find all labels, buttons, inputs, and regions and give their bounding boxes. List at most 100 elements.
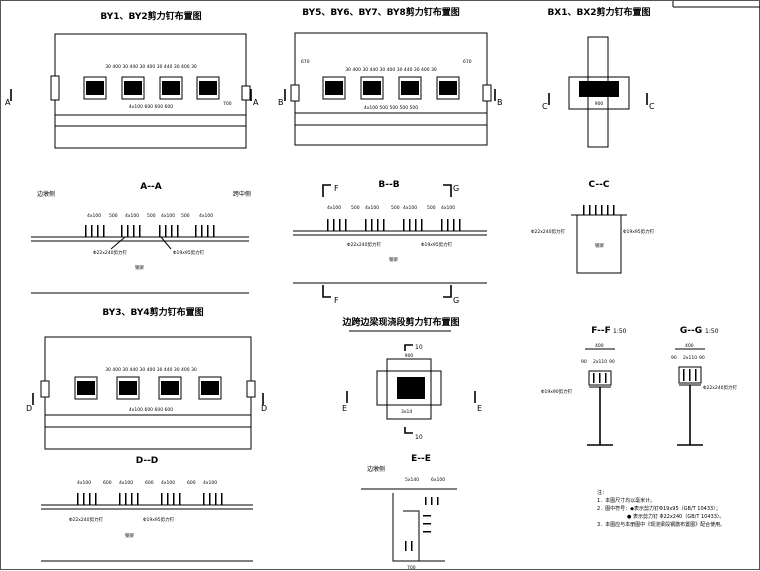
- plan-by5-by8: 670 670 30 400 30 440 30 400 30 440 30 4…: [278, 32, 503, 146]
- cut-a-right: A: [253, 98, 259, 107]
- section-f-title: F--F: [591, 326, 611, 336]
- dim-a-4x100-1: 4x100: [87, 213, 101, 219]
- label-side-pier-a: 边墩侧: [37, 190, 55, 198]
- section-c-title: C--C: [589, 180, 610, 190]
- stud-groups-by3: [74, 376, 222, 400]
- cut-e-left: E: [342, 404, 347, 413]
- cut-d-left: D: [26, 404, 32, 413]
- section-d-title: D--D: [136, 456, 159, 466]
- cut-d-right: D: [261, 404, 267, 413]
- section-b-title: B--B: [378, 180, 399, 190]
- dim-d-4x100-2: 4x100: [119, 480, 133, 486]
- dim-g-2x110: 2x110: [683, 355, 697, 361]
- label-c-stud19: Φ19x95剪力钉: [623, 228, 655, 235]
- title-by1-by2: BY1、BY2剪力钉布置图: [100, 10, 201, 22]
- dim-d-4x100-1: 4x100: [77, 480, 91, 486]
- cut-f-top: F: [334, 184, 339, 193]
- section-e-title: E--E: [411, 454, 431, 464]
- title-bx1-bx2: BX1、BX2剪力钉布置图: [547, 6, 650, 18]
- dim-d-4x100-4: 4x100: [203, 480, 217, 486]
- dim-b-500-1: 500: [351, 205, 360, 211]
- dim-d-600-3: 600: [187, 480, 196, 486]
- cut-e-right: E: [477, 404, 482, 413]
- stud-groups-by1: [83, 76, 220, 100]
- dim-5x140: 5x140: [405, 477, 419, 483]
- dim-900-bx: 900: [595, 101, 604, 107]
- stud-groups-by5: [322, 76, 460, 100]
- plan-bx1-bx2: 900 C C: [542, 36, 655, 148]
- dim-b-4x100-4: 4x100: [441, 205, 455, 211]
- dim-a-500-1: 500: [109, 213, 118, 219]
- dim-d-4x100-3: 4x100: [161, 480, 175, 486]
- dim-b-500-3: 500: [427, 205, 436, 211]
- note-1: 1．本图尺寸均以毫米计。: [597, 498, 656, 504]
- note-2b: ● 表示剪力钉 Φ22x240（GB/T 10433）。: [627, 514, 725, 520]
- notes-block: 注： 1．本图尺寸均以毫米计。 2．图中符号：◆表示剪力钉Φ19x95（GB/T…: [597, 489, 757, 529]
- label-b-stud22: Φ22x240剪力钉: [347, 241, 382, 248]
- dim-a-500-2: 500: [147, 213, 156, 219]
- dim-700-by1: 700: [223, 101, 232, 107]
- dim-b-4x100-1: 4x100: [327, 205, 341, 211]
- dim-670-left: 670: [301, 59, 310, 65]
- cut-f-bottom: F: [334, 296, 339, 305]
- section-c: Φ22x240剪力钉 Φ19x95剪力钉 钢梁: [531, 205, 655, 274]
- dim-f-400: 400: [595, 343, 604, 349]
- label-b-steel: 钢梁: [389, 256, 398, 263]
- section-e: 边墩侧 5x140 6x100 700: [361, 465, 457, 571]
- cut-10-top: 10: [415, 344, 423, 351]
- label-side-pier-e: 边墩侧: [367, 465, 385, 473]
- dim-f-90-right: 90: [609, 359, 615, 365]
- dim-d-600-1: 600: [103, 480, 112, 486]
- dim-b-4x100-2: 4x100: [365, 205, 379, 211]
- cut-b-left: B: [278, 98, 284, 107]
- label-a-stud19: Φ19x95剪力钉: [173, 249, 205, 256]
- note-3: 3．本图应与本册图中《现浇梁段钢筋布置图》配合使用。: [597, 522, 726, 528]
- plan-by1-by2: 30 400 30 440 30 400 30 440 30 400 30 4x…: [5, 33, 259, 149]
- plan-by1-top-dims: 30 400 30 440 30 400 30 440 30 400 30: [105, 64, 197, 70]
- notes-heading: 注：: [597, 490, 608, 496]
- title-by5-by8: BY5、BY6、BY7、BY8剪力钉布置图: [302, 6, 460, 18]
- dim-b-4x100-3: 4x100: [403, 205, 417, 211]
- cut-c-right: C: [649, 102, 655, 111]
- label-c-stud22: Φ22x240剪力钉: [531, 228, 566, 235]
- dim-6x100: 6x100: [431, 477, 445, 483]
- label-g-stud22: Φ22x240剪力钉: [703, 384, 738, 391]
- plan-by5-top-dims: 30 400 30 440 30 400 30 440 30 400 30: [345, 67, 437, 73]
- dim-a-4x100-3: 4x100: [161, 213, 175, 219]
- section-g-scale: 1:50: [705, 328, 719, 335]
- label-mid-span-a: 跨中侧: [233, 190, 251, 198]
- dim-a-500-3: 500: [181, 213, 190, 219]
- cut-g-top: G: [453, 184, 459, 193]
- plan-by1-bottom-dims: 4x100 600 600 600: [129, 104, 173, 110]
- label-f-stud19x90: Φ19x90剪力钉: [541, 388, 573, 395]
- section-f: 400 90 2x110 90 Φ19x90剪力钉: [541, 343, 615, 446]
- dim-900-edge: 900: [405, 353, 414, 359]
- cut-10-bottom: 10: [415, 434, 423, 441]
- label-d-stud22: Φ22x240剪力钉: [69, 516, 104, 523]
- label-c-steel: 钢梁: [595, 242, 604, 249]
- label-b-stud19: Φ19x95剪力钉: [421, 241, 453, 248]
- cut-g-bottom: G: [453, 296, 459, 305]
- section-g-title: G--G: [680, 326, 702, 336]
- label-a-steel: 钢梁: [135, 264, 144, 271]
- title-edge-beam: 边跨边梁现浇段剪力钉布置图: [341, 316, 459, 328]
- plan-by5-bottom-dims: 4x100 500 500 500 500: [364, 105, 418, 111]
- dim-3x14-edge: 3x14: [401, 409, 412, 415]
- plan-by3-bottom-dims: 4x100 600 600 600: [129, 407, 173, 413]
- dim-g-90-right: 90: [699, 355, 705, 361]
- section-f-scale: 1:50: [613, 328, 627, 335]
- dim-a-4x100-4: 4x100: [199, 213, 213, 219]
- plan-by3-by4: 30 400 30 440 30 400 30 440 30 400 30 4x…: [26, 336, 267, 450]
- cut-a-left: A: [5, 98, 11, 107]
- dim-f-90-left: 90: [581, 359, 587, 365]
- section-g: 400 90 2x110 90 Φ22x240剪力钉: [671, 343, 738, 446]
- title-by3-by4: BY3、BY4剪力钉布置图: [102, 306, 203, 318]
- plan-edge-beam: 900 3x14 10 10 E E: [342, 330, 482, 441]
- dim-700-e: 700: [407, 565, 416, 571]
- dim-670-right: 670: [463, 59, 472, 65]
- label-d-stud19: Φ19x95剪力钉: [143, 516, 175, 523]
- note-2: 2．图中符号：◆表示剪力钉Φ19x95（GB/T 10433）；: [597, 506, 721, 512]
- title-block-corner: [672, 1, 760, 8]
- section-d: 4x100 600 4x100 600 4x100 600 4x100 Φ22x…: [41, 480, 253, 562]
